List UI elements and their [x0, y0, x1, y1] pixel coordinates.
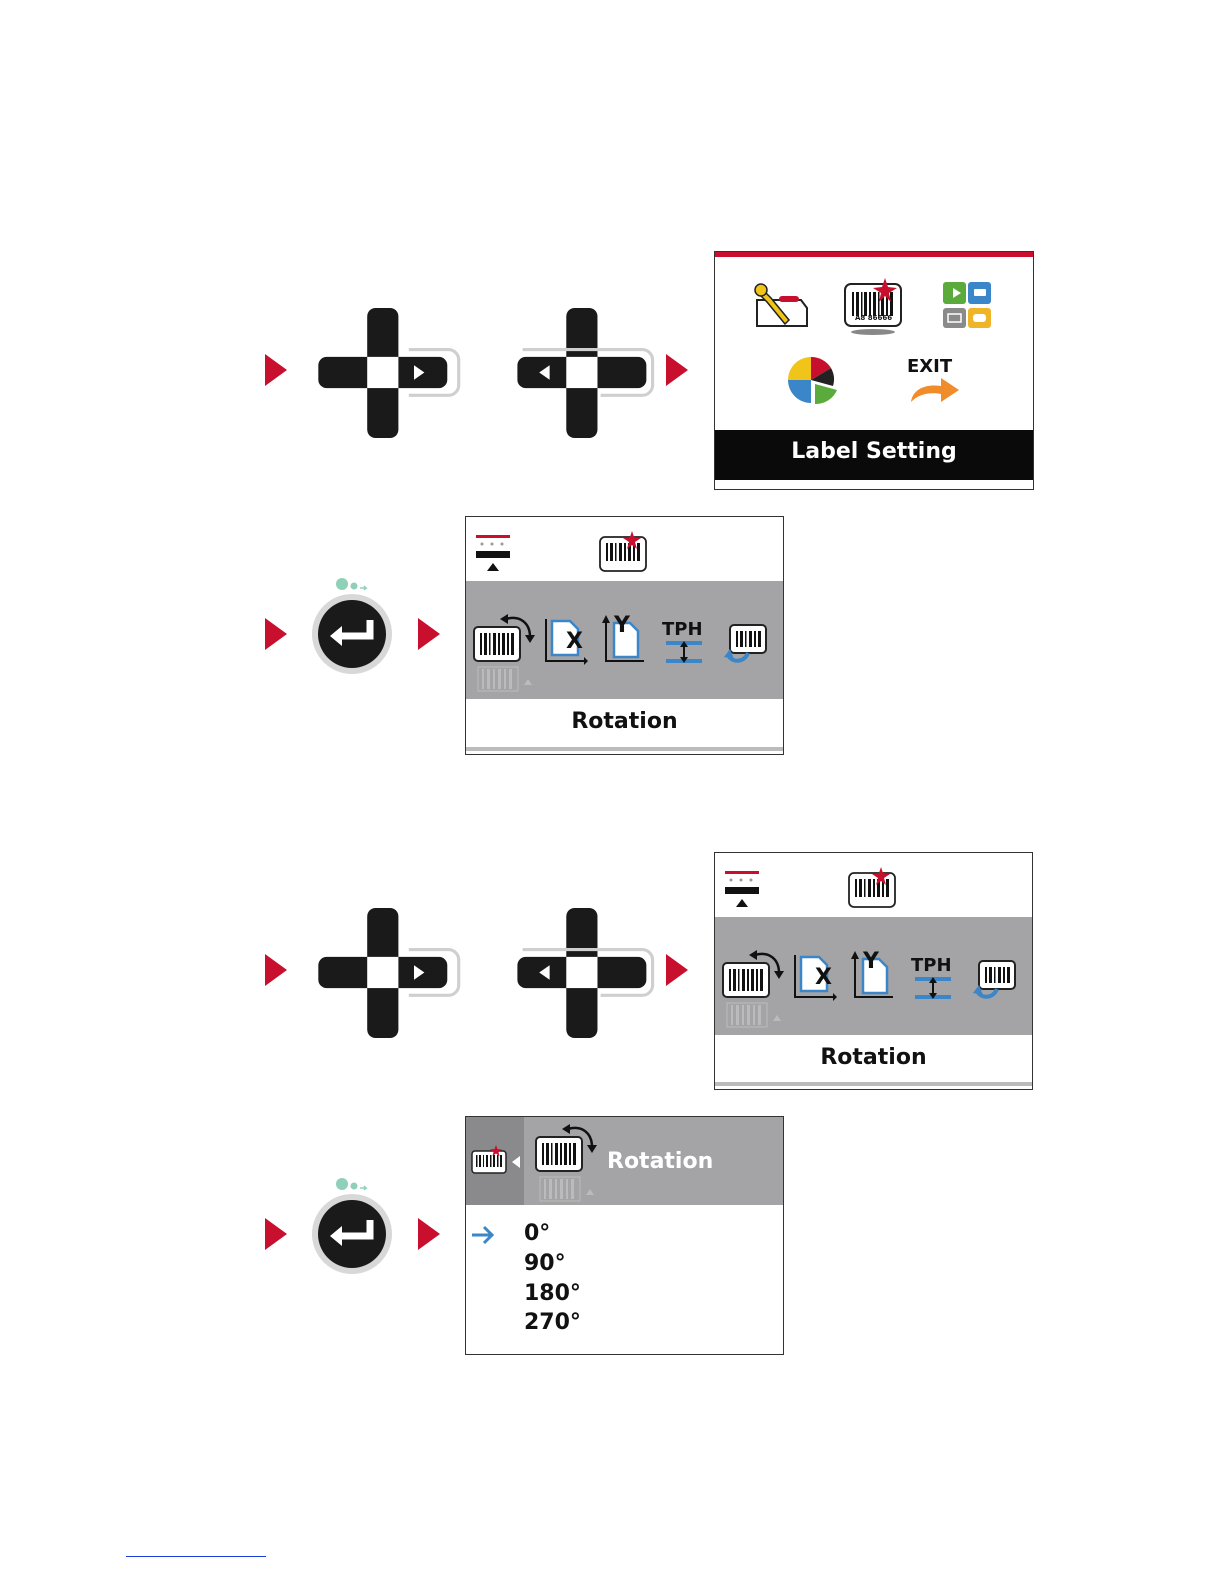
barcode-caption: A8 86666	[855, 314, 892, 322]
header-title: Rotation	[607, 1149, 713, 1174]
rotation-icon	[534, 1123, 598, 1203]
option-180[interactable]: 180°	[524, 1281, 581, 1306]
dpad-left-press[interactable]	[505, 308, 665, 438]
option-0[interactable]: 0°	[524, 1221, 550, 1246]
tph-icon[interactable]	[915, 975, 955, 1001]
enter-button[interactable]	[308, 572, 398, 676]
sensor-icon	[723, 869, 761, 911]
label-setting-icon	[847, 867, 899, 911]
back-arrow-icon[interactable]	[510, 1155, 522, 1169]
tph-label: TPH	[911, 955, 952, 976]
lcd-title: Label Setting	[715, 439, 1033, 464]
lcd-top-bar	[715, 252, 1033, 257]
tph-label: TPH	[662, 619, 703, 640]
step-arrow	[265, 954, 287, 986]
lcd-rotation-options: Rotation 0° 90° 180° 270°	[465, 1116, 784, 1355]
lcd-label-setting: X Y TPH Rotation	[465, 516, 784, 755]
printer-setting-icon[interactable]	[751, 282, 809, 332]
step-arrow	[265, 618, 287, 650]
mirror-icon[interactable]	[971, 957, 1019, 1001]
x-offset-label: X	[815, 965, 832, 990]
step-arrow	[666, 954, 688, 986]
label-setting-icon	[470, 1145, 510, 1177]
dpad-right-press[interactable]	[308, 908, 468, 1038]
lcd-bottom-rule	[715, 1082, 1032, 1086]
exit-icon[interactable]	[909, 376, 961, 404]
y-offset-label: Y	[614, 613, 630, 638]
footnote-rule	[126, 1556, 266, 1557]
step-arrow	[418, 618, 440, 650]
step-arrow	[265, 354, 287, 386]
tph-icon[interactable]	[666, 639, 706, 665]
rotation-icon[interactable]	[721, 949, 785, 1029]
lcd-title: Rotation	[715, 1045, 1032, 1070]
lcd-main-menu: A8 86666 EXIT Label Setting	[714, 251, 1034, 490]
x-offset-label: X	[566, 629, 583, 654]
step-arrow	[666, 354, 688, 386]
option-90[interactable]: 90°	[524, 1251, 566, 1276]
lcd-bottom-rule	[466, 747, 783, 751]
y-offset-label: Y	[863, 949, 879, 974]
interface-icon[interactable]	[941, 280, 993, 332]
exit-label: EXIT	[907, 356, 952, 377]
step-arrow	[418, 1218, 440, 1250]
selection-arrow-icon	[470, 1225, 496, 1245]
lcd-title: Rotation	[466, 709, 783, 734]
step-arrow	[265, 1218, 287, 1250]
dpad-left-press[interactable]	[505, 908, 665, 1038]
label-setting-icon	[598, 531, 650, 575]
label-setting-icon[interactable]	[843, 278, 905, 336]
mirror-icon[interactable]	[722, 621, 770, 665]
advanced-icon[interactable]	[785, 354, 841, 406]
option-270[interactable]: 270°	[524, 1310, 581, 1335]
enter-button[interactable]	[308, 1172, 398, 1276]
sensor-icon	[474, 533, 512, 575]
dpad-right-press[interactable]	[308, 308, 468, 438]
rotation-icon[interactable]	[472, 613, 536, 693]
lcd-label-setting: X Y TPH Rotation	[714, 852, 1033, 1090]
